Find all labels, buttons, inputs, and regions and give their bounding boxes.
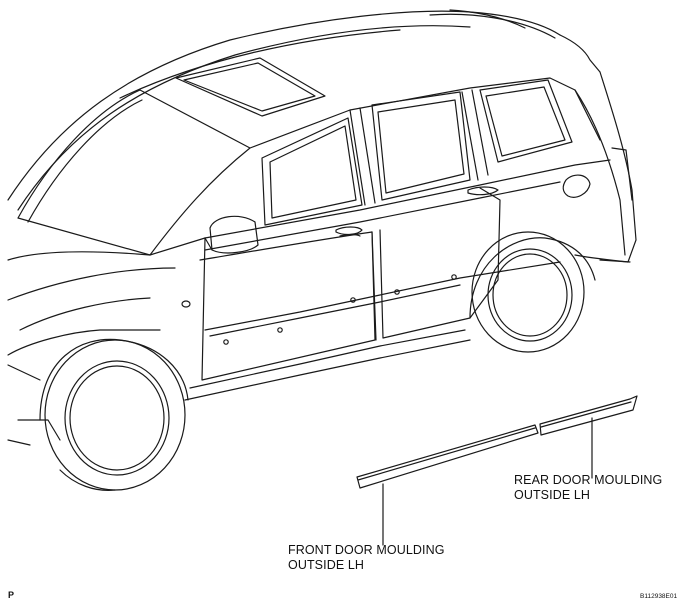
front-moulding-label-line1: FRONT DOOR MOULDING bbox=[288, 543, 445, 557]
rear-moulding-label-line1: REAR DOOR MOULDING bbox=[514, 473, 663, 487]
vehicle-front bbox=[7, 300, 191, 446]
front-moulding-label-line2: OUTSIDE LH bbox=[288, 558, 365, 572]
windshield bbox=[17, 89, 251, 256]
front-door-moulding bbox=[356, 424, 539, 489]
rear-door-moulding bbox=[539, 395, 638, 436]
front-door-moulding-label: FRONT DOOR MOULDING OUTSIDE LH bbox=[288, 543, 445, 573]
leader-lines bbox=[382, 417, 593, 546]
rear-moulding-label-line2: OUTSIDE LH bbox=[514, 488, 591, 502]
front-door bbox=[201, 226, 377, 381]
sunroof bbox=[175, 57, 326, 117]
rear-door bbox=[379, 186, 501, 339]
side-mirror bbox=[204, 215, 259, 254]
figure-code: B112938E01 bbox=[640, 593, 678, 600]
page-marker-left: P bbox=[8, 590, 15, 600]
front-wheel bbox=[39, 338, 189, 491]
vehicle-rear bbox=[562, 71, 637, 263]
vehicle-body-side bbox=[184, 159, 631, 401]
vehicle-roof bbox=[7, 9, 601, 211]
side-windows bbox=[249, 77, 601, 226]
rear-door-moulding-label: REAR DOOR MOULDING OUTSIDE LH bbox=[514, 473, 662, 503]
vehicle-hood bbox=[7, 237, 206, 331]
rear-wheel bbox=[469, 231, 596, 353]
